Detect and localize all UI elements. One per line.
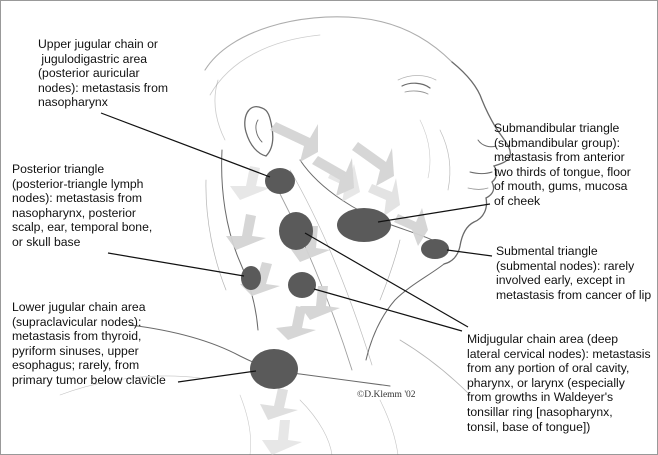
- midjugular-lower-node: [288, 272, 316, 298]
- leader-lower-jugular: [178, 371, 256, 382]
- posterior-triangle-node: [241, 266, 261, 290]
- submental-node: [421, 239, 449, 259]
- submandibular-node: [337, 208, 391, 242]
- leader-posterior-triangle: [108, 253, 244, 276]
- leader-midjugular-2: [314, 289, 462, 331]
- leader-submental: [447, 250, 492, 256]
- label-lower-jugular-chain: Lower jugular chain area (supraclavicula…: [12, 300, 166, 388]
- midjugular-upper-node: [279, 212, 313, 250]
- lower-jugular-node: [250, 349, 298, 389]
- label-submandibular-triangle: Submandibular triangle (submandibular gr…: [494, 121, 631, 209]
- upper-jugular-node: [265, 168, 295, 194]
- label-midjugular-chain: Midjugular chain area (deep lateral cerv…: [467, 332, 651, 434]
- artist-signature: ©D.Klemm '02: [357, 390, 416, 400]
- label-upper-jugular-chain: Upper jugular chain or jugulodigastric a…: [38, 37, 168, 110]
- label-submental-triangle: Submental triangle (submental nodes): ra…: [496, 244, 651, 302]
- lymph-nodes: [241, 168, 449, 389]
- label-posterior-triangle: Posterior triangle (posterior-triangle l…: [12, 162, 152, 250]
